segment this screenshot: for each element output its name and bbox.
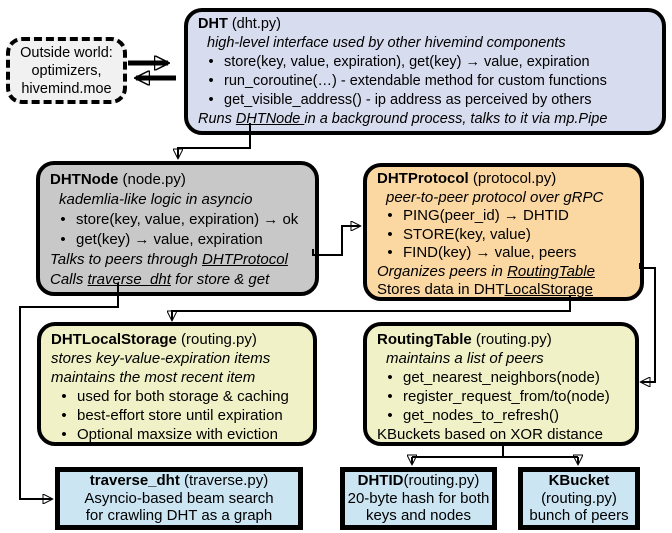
dht-protocol-bullet: •STORE(key, value) xyxy=(377,226,634,245)
dhtprotocol-link: DHTProtocol xyxy=(202,251,288,268)
dht-node-footer2: Calls traverse_dht for store & get xyxy=(50,271,270,288)
dht-footer: Runs DHTNode in a background process, ta… xyxy=(198,111,608,127)
traverse-dht-box: traverse_dht (traverse.py) Asyncio-based… xyxy=(55,467,303,530)
routingtable-link: RoutingTable xyxy=(507,262,595,280)
bullet-dot-icon: • xyxy=(208,92,214,108)
bullet-dot-icon: • xyxy=(60,211,66,228)
dht-subtitle: high-level interface used by other hivem… xyxy=(207,35,566,51)
outside-world-line: optimizers, xyxy=(31,62,102,79)
bullet-dot-icon: • xyxy=(61,426,67,443)
bullet-dot-icon: • xyxy=(61,407,67,424)
dhtid-line: 20-byte hash for both xyxy=(347,489,490,507)
bullet-dot-icon: • xyxy=(387,207,393,224)
dht-node-footer1: Talks to peers through DHTProtocol xyxy=(50,251,288,268)
bullet-dot-icon: • xyxy=(208,54,214,70)
dht-local-storage-title: DHTLocalStorage (routing.py) xyxy=(51,331,257,348)
routing-table-box: RoutingTable (routing.py) maintains a li… xyxy=(363,322,639,446)
dht-local-storage-bullet: •used for both storage & caching xyxy=(51,387,307,406)
dhtid-title: DHTID(routing.py) xyxy=(357,472,480,490)
bullet-dot-icon: • xyxy=(61,388,67,405)
dhtid-line: keys and nodes xyxy=(365,507,472,525)
dht-protocol-footer2: Stores data in DHTLocalStorage xyxy=(377,281,593,298)
dht-protocol-box: DHTProtocol (protocol.py) peer-to-peer p… xyxy=(363,163,644,301)
bullet-dot-icon: • xyxy=(387,225,393,243)
dht-title-file: (dht.py) xyxy=(227,16,281,32)
bullet-dot-icon: • xyxy=(387,244,393,261)
dht-title-name: DHT xyxy=(198,16,228,32)
kbucket-title: KBucket xyxy=(548,472,610,490)
dhtnode-link: DHTNode xyxy=(235,111,305,127)
routing-table-bullet: •get_nearest_neighbors(node) xyxy=(377,368,629,387)
dht-protocol-footer1: Organizes peers in RoutingTable xyxy=(377,262,595,280)
dhtid-box: DHTID(routing.py) 20-byte hash for both … xyxy=(340,467,497,530)
dht-node-subtitle: kademlia-like logic in asyncio xyxy=(59,191,253,208)
outside-world-box: Outside world: optimizers, hivemind.moe xyxy=(6,37,127,104)
localstorage-link: LocalStorage xyxy=(504,281,593,298)
kbucket-line: (routing.py) xyxy=(541,489,617,507)
traverse-dht-title: traverse_dht (traverse.py) xyxy=(89,472,269,490)
dht-protocol-title: DHTProtocol (protocol.py) xyxy=(377,170,557,187)
dht-node-bullet: •get(key) → value, expiration xyxy=(50,230,309,250)
dht-local-storage-subtitle2: maintains the most recent item xyxy=(51,369,256,386)
bullet-dot-icon: • xyxy=(387,407,393,424)
outside-world-line: Outside world: xyxy=(20,44,113,61)
routing-table-bullet: •register_request_from/to(node) xyxy=(377,387,629,406)
bullet-dot-icon: • xyxy=(387,369,393,386)
dht-node-title: DHTNode (node.py) xyxy=(50,171,186,188)
traverse-dht-link: traverse_dht xyxy=(87,271,171,288)
traverse-dht-line: Asyncio-based beam search xyxy=(84,489,274,507)
dht-local-storage-bullet: •Optional maxsize with eviction xyxy=(51,425,307,444)
dht-bullet: •get_visible_address() - ip address as p… xyxy=(198,91,654,110)
bullet-dot-icon: • xyxy=(208,73,214,89)
bullet-dot-icon: • xyxy=(60,231,66,248)
traverse-dht-line: for crawling DHT as a graph xyxy=(85,507,273,525)
dht-protocol-subtitle: peer-to-peer protocol over gRPC xyxy=(386,188,604,206)
dht-local-storage-bullet: •best-effort store until expiration xyxy=(51,406,307,425)
bullet-dot-icon: • xyxy=(387,388,393,405)
connector-routingtable-split xyxy=(412,445,578,458)
dht-protocol-bullet: •FIND(key) → value, peers xyxy=(377,244,634,263)
dht-node-box: DHTNode (node.py) kademlia-like logic in… xyxy=(36,161,319,296)
routing-table-title: RoutingTable (routing.py) xyxy=(377,331,552,348)
routing-table-bullet: •get_nodes_to_refresh() xyxy=(377,406,629,425)
arrow-dhtnode-to-dhtprotocol xyxy=(312,226,360,256)
dht-title: DHT (dht.py) xyxy=(198,15,654,34)
routing-table-subtitle: maintains a list of peers xyxy=(386,350,544,367)
dht-local-storage-subtitle1: stores key-value-expiration items xyxy=(51,350,271,367)
dht-local-storage-box: DHTLocalStorage (routing.py) stores key-… xyxy=(37,322,317,446)
dht-bullet: •store(key, value, expiration), get(key)… xyxy=(198,53,654,72)
dht-bullet: •run_coroutine(…) - extendable method fo… xyxy=(198,72,654,91)
kbucket-box: KBucket (routing.py) bunch of peers xyxy=(518,467,640,530)
outside-world-line: hivemind.moe xyxy=(21,80,112,97)
dht-protocol-bullet: •PING(peer_id) → DHTID xyxy=(377,207,634,226)
kbucket-line: bunch of peers xyxy=(529,507,629,525)
routing-table-footer: KBuckets based on XOR distance xyxy=(377,426,603,443)
dht-node-bullet: •store(key, value, expiration) → ok xyxy=(50,210,309,230)
dht-box: DHT (dht.py) high-level interface used b… xyxy=(184,8,666,135)
